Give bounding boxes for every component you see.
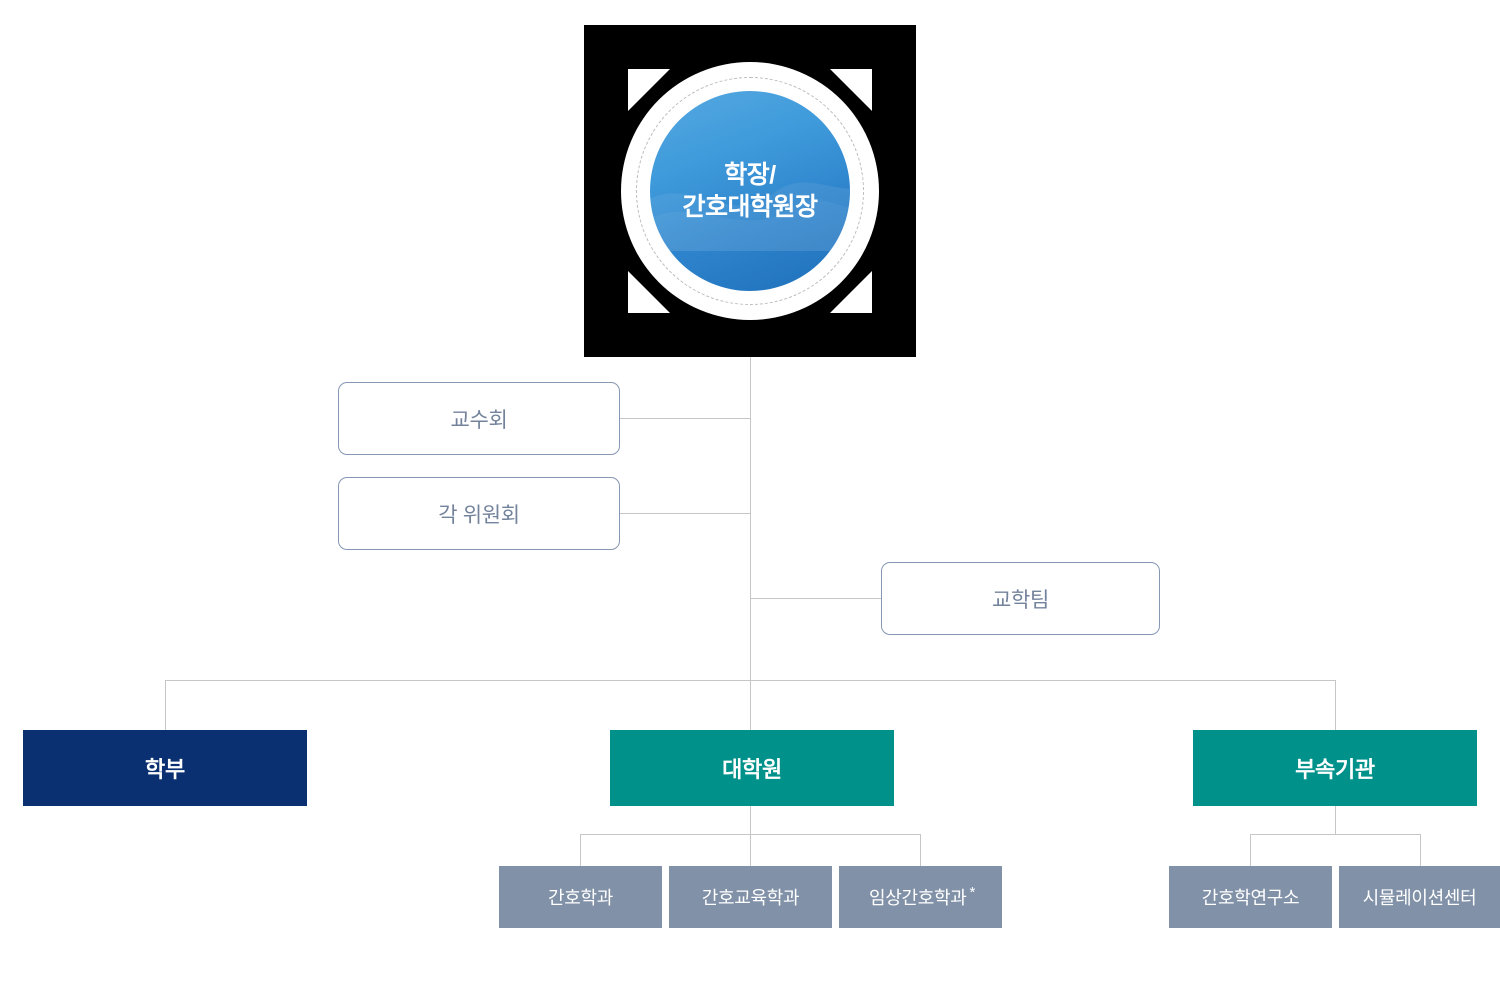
connector-to-committees: [620, 513, 751, 514]
box-committees[interactable]: 각 위원회: [338, 477, 620, 550]
box-nursing-research-institute-label: 간호학연구소: [1201, 888, 1300, 908]
connector-to-faculty-council: [620, 418, 751, 419]
root-label-line2: 간호대학원장: [682, 193, 818, 221]
root-node-frame: 학장/ 간호대학원장: [584, 25, 916, 357]
box-faculty-council-label: 교수회: [450, 408, 508, 432]
box-undergraduate-label: 학부: [145, 757, 185, 782]
connector-drop-affiliated: [1335, 680, 1336, 730]
connector-drop-nursing-education-dept: [750, 834, 751, 866]
wave-decoration-icon: [650, 182, 850, 251]
box-nursing-department[interactable]: 간호학과: [499, 866, 662, 928]
connector-graduate-stem: [750, 806, 751, 834]
box-academic-affairs-team-label: 교학팀: [991, 588, 1050, 612]
box-affiliated-institutions-label: 부속기관: [1295, 757, 1375, 782]
connector-root-spine: [750, 357, 751, 681]
box-academic-affairs-team[interactable]: 교학팀: [881, 562, 1160, 635]
connector-drop-graduate: [750, 680, 751, 730]
box-simulation-center[interactable]: 시뮬레이션센터: [1339, 866, 1500, 928]
box-nursing-department-label: 간호학과: [547, 888, 614, 908]
connector-drop-nursing-dept: [580, 834, 581, 866]
box-clinical-nursing-department-footnote-marker: *: [969, 883, 976, 901]
connector-to-academic-affairs-team: [750, 598, 883, 599]
connector-affiliated-bus: [1250, 834, 1421, 835]
box-undergraduate[interactable]: 학부: [23, 730, 307, 806]
box-simulation-center-label: 시뮬레이션센터: [1362, 888, 1477, 908]
root-node-label: 학장/ 간호대학원장: [682, 159, 818, 223]
box-nursing-education-department[interactable]: 간호교육학과: [669, 866, 832, 928]
box-committees-label: 각 위원회: [438, 503, 520, 527]
root-node-dean[interactable]: 학장/ 간호대학원장: [650, 91, 850, 291]
box-affiliated-institutions[interactable]: 부속기관: [1193, 730, 1477, 806]
root-dashed-ring: [636, 77, 864, 305]
box-nursing-research-institute[interactable]: 간호학연구소: [1169, 866, 1332, 928]
box-faculty-council[interactable]: 교수회: [338, 382, 620, 455]
box-clinical-nursing-department[interactable]: 임상간호학과*: [839, 866, 1002, 928]
root-label-line1: 학장/: [724, 161, 776, 189]
connector-drop-undergraduate: [165, 680, 166, 730]
box-graduate-school[interactable]: 대학원: [610, 730, 894, 806]
connector-drop-clinical-nursing-dept: [920, 834, 921, 866]
connector-drop-nursing-research-institute: [1250, 834, 1251, 866]
connector-drop-simulation-center: [1420, 834, 1421, 866]
box-nursing-education-department-label: 간호교육학과: [701, 888, 800, 908]
connector-affiliated-stem: [1335, 806, 1336, 834]
box-graduate-school-label: 대학원: [722, 757, 782, 782]
box-clinical-nursing-department-label: 임상간호학과: [868, 888, 967, 908]
